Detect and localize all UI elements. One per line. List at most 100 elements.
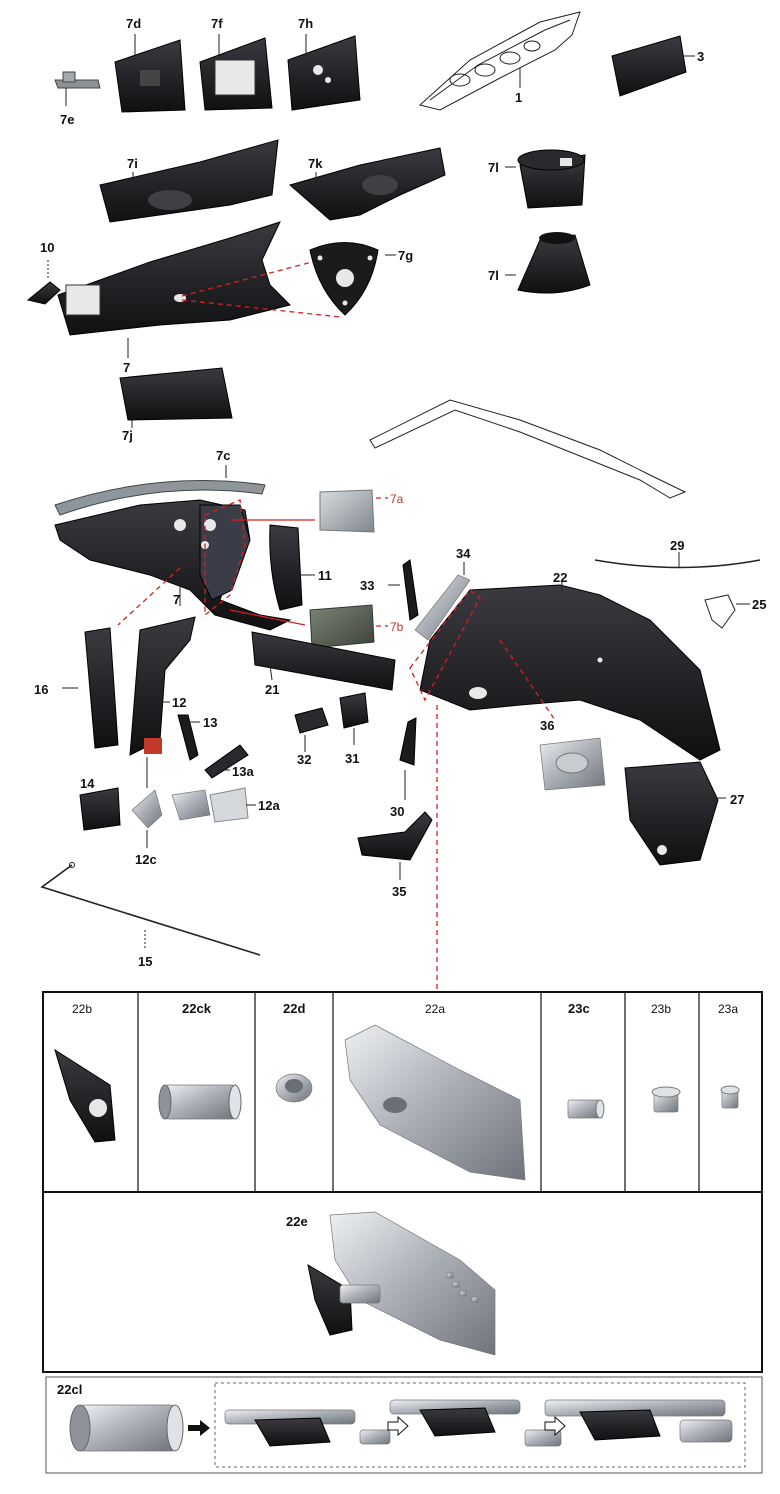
label-7l-bottom: 7l: [488, 268, 499, 283]
label-12c: 12c: [135, 852, 157, 867]
part-7i-panel: [99, 139, 279, 223]
part-7k-panel: [288, 147, 446, 221]
part-7j-panel: [119, 367, 233, 428]
part-11-arch: [269, 524, 315, 611]
detail-table: 22b 22ck 22d 22a 23c 23b 23a: [42, 991, 763, 1373]
label-22cl: 22cl: [57, 1382, 82, 1397]
label-7b: 7b: [390, 620, 404, 634]
label-36: 36: [540, 718, 554, 733]
part-7a-patch: [319, 489, 375, 533]
sequence-step-2: [389, 1399, 562, 1447]
part-36-plate: [539, 737, 606, 791]
cell-label-22b: 22b: [72, 1002, 92, 1016]
part-31-bracket: [339, 692, 369, 745]
label-7i: 7i: [127, 156, 138, 171]
label-35: 35: [392, 884, 406, 899]
part-27-mount: [624, 761, 726, 866]
part-22a-panel: [344, 1024, 526, 1181]
part-22a-hole: [383, 1097, 407, 1113]
cell-label-23c: 23c: [568, 1001, 590, 1016]
part-14-cover: [79, 787, 121, 831]
label-7e: 7e: [60, 112, 74, 127]
part-16-strip: [62, 627, 119, 749]
label-30: 30: [390, 804, 404, 819]
label-7: 7: [123, 360, 130, 375]
part-22b-hole: [89, 1099, 107, 1117]
part-34-strip: [414, 562, 471, 641]
part-23c-bushing: [567, 1099, 605, 1119]
part-33-strut: [388, 559, 419, 621]
part-10-cap: [26, 260, 61, 305]
cell-label-22d: 22d: [283, 1001, 305, 1016]
part-7d-panel: [114, 34, 186, 113]
part-22cl-sleeve: [69, 1404, 184, 1452]
cell-label-22e: 22e: [286, 1214, 308, 1229]
cell-label-22a: 22a: [425, 1002, 445, 1016]
part-12a-patches: [171, 787, 256, 823]
label-27: 27: [730, 792, 744, 807]
part-22e-assembly: [307, 1211, 496, 1356]
part-7b-patch: [309, 604, 375, 649]
part-23b-bushing: [651, 1086, 681, 1113]
label-7k: 7k: [308, 156, 323, 171]
arrow-solid-icon: [188, 1420, 210, 1436]
cell-label-23a: 23a: [718, 1002, 738, 1016]
label-12a: 12a: [258, 798, 280, 813]
label-31: 31: [345, 751, 359, 766]
part-7f-panel: [199, 34, 273, 111]
part-7g-gasket: [309, 242, 396, 316]
callout-7-box: [117, 499, 315, 626]
label-7-lower: 7: [173, 592, 180, 607]
label-3: 3: [697, 49, 704, 64]
label-25: 25: [752, 597, 766, 612]
label-21: 21: [265, 682, 279, 697]
bottom-strip: 22cl: [45, 1376, 763, 1474]
part-22b: [54, 1048, 116, 1143]
part-35-bracket: [357, 811, 433, 880]
label-10: 10: [40, 240, 54, 255]
part-15-cable: [40, 862, 261, 956]
part-7h-panel: [287, 34, 361, 111]
label-7h: 7h: [298, 16, 313, 31]
label-7a: 7a: [390, 492, 404, 506]
part-7-inner-panel: [57, 221, 291, 358]
part-7e-bracket: [54, 71, 101, 106]
label-11: 11: [318, 568, 332, 583]
part-22-rear-quarter: [419, 582, 721, 761]
part-13a-bracket: [204, 744, 249, 779]
cell-label-23b: 23b: [651, 1002, 671, 1016]
arrow-outline-icon: [544, 1415, 566, 1437]
part-1-dashboard-frame: [418, 11, 581, 111]
part-21-sill: [251, 631, 396, 691]
part-30-bracket: [399, 717, 417, 800]
label-32: 32: [297, 752, 311, 767]
sequence-step-1: [224, 1409, 391, 1447]
label-7l-top: 7l: [488, 160, 499, 175]
label-34: 34: [456, 546, 471, 561]
label-7c: 7c: [216, 448, 230, 463]
label-13: 13: [203, 715, 217, 730]
part-22ck-sleeve: [158, 1084, 242, 1120]
label-33: 33: [360, 578, 374, 593]
sequence-box: [214, 1382, 746, 1468]
label-16: 16: [34, 682, 48, 697]
part-7l-boot-bottom: [505, 232, 591, 294]
arrow-outline-icon: [387, 1415, 409, 1437]
label-12: 12: [172, 695, 186, 710]
label-1: 1: [515, 90, 522, 105]
part-7-quarter-assembly: [54, 499, 292, 631]
cell-label-22ck: 22ck: [182, 1001, 212, 1016]
label-15: 15: [138, 954, 152, 969]
label-7f: 7f: [211, 16, 223, 31]
part-23a-bushing: [720, 1085, 740, 1109]
label-14: 14: [80, 776, 95, 791]
part-roof-frame-outline: [369, 399, 687, 499]
label-22: 22: [553, 570, 567, 585]
callout-7g-lines: [181, 261, 341, 318]
label-13a: 13a: [232, 764, 254, 779]
part-7l-cup-top: [505, 149, 586, 209]
part-25-bracket: [704, 594, 750, 629]
part-32-tube: [294, 707, 329, 752]
part-12c-clip: [131, 757, 163, 848]
